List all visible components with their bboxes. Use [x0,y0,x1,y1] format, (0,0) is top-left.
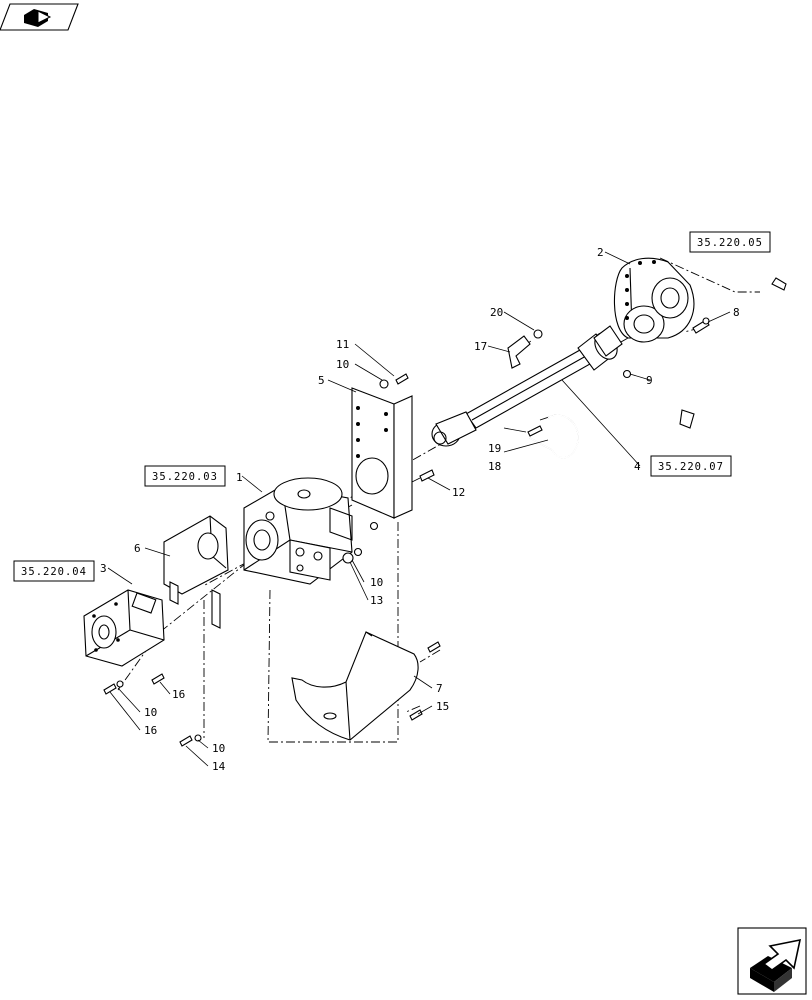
callout-2: 2 [597,246,604,259]
callout-10-upper: 10 [336,358,349,371]
callout-6: 6 [134,542,141,555]
callout-9: 9 [646,374,653,387]
callout-numbers: 1 2 3 4 5 6 7 8 9 10 10 10 10 11 12 13 1… [100,246,740,773]
callout-16-lower: 16 [144,724,157,737]
washer-parts-10-13 [342,521,379,564]
previous-page-icon[interactable] [0,3,79,31]
ref-box-35-220-04[interactable]: 35.220.04 [13,560,95,582]
callout-18: 18 [488,460,501,473]
bolt-parts-10-16-left [103,673,165,695]
callout-20: 20 [490,306,503,319]
gearbox-part-2 [613,257,695,343]
callout-14: 14 [212,760,226,773]
callout-8: 8 [733,306,740,319]
callout-13: 13 [370,594,383,607]
ref-text: 35.220.03 [152,471,218,483]
callout-4: 4 [634,460,641,473]
bolt-part-12 [419,469,435,482]
pump-bracket-part-6 [163,515,229,629]
ref-text: 35.220.04 [21,566,87,578]
nut-part-20 [533,329,543,339]
strap-part-18 [529,414,579,459]
callout-11: 11 [336,338,349,351]
callout-10-mid: 10 [370,576,383,589]
drive-shaft-part-4 [431,325,623,447]
ref-box-35-220-07[interactable]: 35.220.07 [650,455,732,477]
ref-box-35-220-05[interactable]: 35.220.05 [689,231,771,253]
callout-10-bottom: 10 [212,742,225,755]
callout-5: 5 [318,374,325,387]
callout-3: 3 [100,562,107,575]
callout-17: 17 [474,340,487,353]
ref-text: 35.220.05 [697,237,763,249]
nut-part-9 [622,369,632,379]
callout-12: 12 [452,486,465,499]
bolt-part-8 [692,317,710,334]
callout-19: 19 [488,442,501,455]
guard-shield-part-7 [291,631,419,741]
callout-leaders [107,251,731,767]
callout-1: 1 [236,471,243,484]
bracket-part-17 [507,335,531,369]
ref-text: 35.220.07 [658,461,724,473]
ref-box-35-220-03[interactable]: 35.220.03 [144,465,226,487]
hydraulic-hose [679,277,787,429]
next-page-icon[interactable] [737,927,807,995]
mounting-plate-part-5 [351,387,413,519]
bolt-parts-10-14 [179,734,202,747]
hydraulic-pump-part-1 [243,477,353,585]
auxiliary-pump-part-3 [83,589,165,667]
callout-16-upper: 16 [172,688,185,701]
bolt-washer-parts-10-11 [379,373,409,389]
callout-15: 15 [436,700,449,713]
callout-10-left: 10 [144,706,157,719]
fasteners-part-15 [409,641,441,721]
bolt-part-19 [527,425,543,437]
callout-7: 7 [436,682,443,695]
